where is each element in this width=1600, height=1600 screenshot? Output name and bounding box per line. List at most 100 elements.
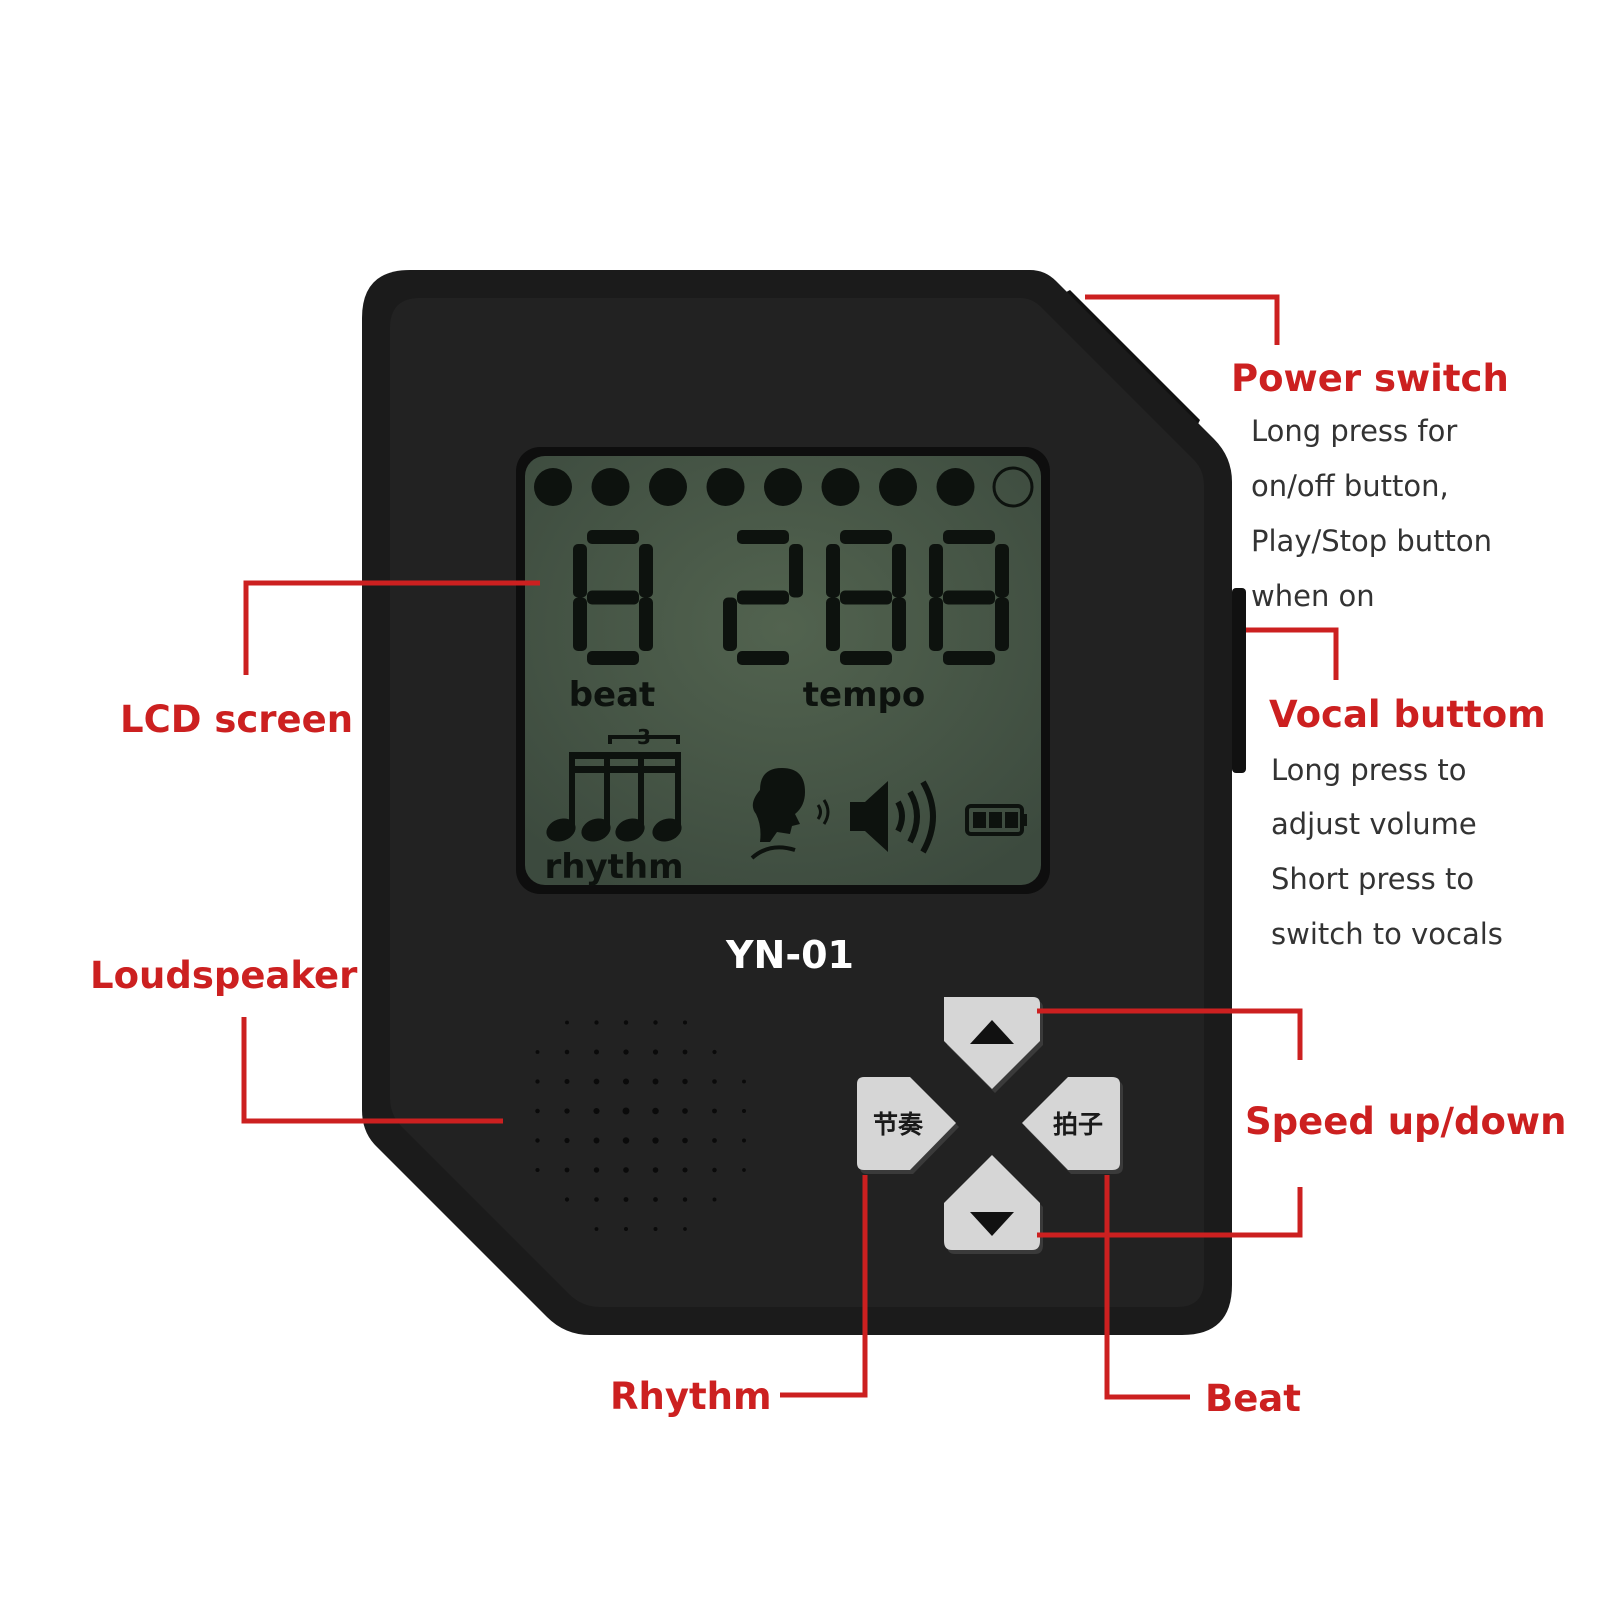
segment-e xyxy=(826,597,840,651)
grille-hole xyxy=(535,1138,540,1143)
segment-c xyxy=(639,597,653,651)
grille-hole xyxy=(682,1020,688,1025)
power-switch-desc-1: Long press for xyxy=(1251,414,1457,448)
segment-b xyxy=(892,544,906,598)
grille-hole xyxy=(535,1079,540,1084)
rhythm-button-label: 节奏 xyxy=(873,1110,924,1139)
power-switch-desc-4: when on xyxy=(1251,579,1375,613)
segment-b xyxy=(789,544,803,598)
speed-down-button[interactable] xyxy=(944,1155,1043,1254)
speaker-grille xyxy=(535,1020,746,1231)
segment-c xyxy=(995,597,1009,651)
power-leader xyxy=(1085,294,1280,345)
up-arrow-icon xyxy=(970,1020,1014,1044)
grille-hole xyxy=(535,1108,540,1114)
beat-leader xyxy=(1104,1175,1190,1400)
grille-hole xyxy=(623,1020,629,1025)
segment-e xyxy=(723,597,737,651)
grille-hole xyxy=(564,1049,570,1055)
lcd-label-beat: beat xyxy=(569,675,656,715)
grille-hole xyxy=(682,1108,688,1114)
grille-hole xyxy=(712,1138,717,1143)
segment-g xyxy=(587,590,639,605)
grille-hole xyxy=(712,1167,717,1173)
tempo-digit-2 xyxy=(826,530,906,665)
segment-d xyxy=(943,651,995,665)
grille-hole xyxy=(564,1078,570,1085)
loudspeaker-leader xyxy=(241,1017,503,1124)
tempo-digit-3 xyxy=(929,530,1009,665)
vocal-leader xyxy=(1246,627,1339,680)
lcd-label-rhythm: rhythm xyxy=(544,847,683,887)
segment-d xyxy=(587,651,639,665)
beat-dot-filled xyxy=(591,468,630,506)
segment-d xyxy=(737,651,789,665)
grille-hole xyxy=(622,1137,630,1144)
grille-hole xyxy=(565,1020,569,1025)
rhythm-notes-icon: 3 xyxy=(546,725,682,842)
loudspeaker-title: Loudspeaker xyxy=(90,954,358,997)
segment-a xyxy=(943,530,995,544)
segment-g xyxy=(840,590,892,605)
grille-hole xyxy=(564,1137,570,1144)
speed-up-leader xyxy=(1037,1008,1303,1060)
segment-f xyxy=(929,544,943,598)
beat-dot-filled xyxy=(649,468,687,506)
speed-updown-title: Speed up/down xyxy=(1245,1100,1566,1143)
grille-hole xyxy=(742,1138,746,1143)
rhythm-button[interactable]: 节奏 xyxy=(857,1077,959,1174)
grille-hole xyxy=(652,1137,659,1144)
lcd-screen-title: LCD screen xyxy=(120,698,353,741)
segment-b xyxy=(995,544,1009,598)
speed-down-leader xyxy=(1037,1187,1303,1238)
power-switch-desc-3: Play/Stop button xyxy=(1251,524,1492,558)
grille-hole xyxy=(682,1078,688,1085)
beat-dot-filled xyxy=(534,468,572,506)
beat-title: Beat xyxy=(1205,1377,1301,1420)
leader-lines xyxy=(241,294,1339,1400)
power-switch-title: Power switch xyxy=(1231,357,1509,400)
callouts: Power switch Long press for on/off butto… xyxy=(90,357,1566,1420)
grille-hole xyxy=(535,1050,540,1054)
grille-hole xyxy=(682,1167,688,1173)
beat-dot-empty xyxy=(992,466,1034,508)
grille-hole xyxy=(535,1167,540,1173)
grille-hole xyxy=(712,1108,717,1114)
grille-hole xyxy=(742,1109,746,1113)
grille-hole xyxy=(712,1197,717,1202)
grille-hole xyxy=(564,1167,570,1173)
vocal-button[interactable] xyxy=(1232,588,1246,773)
battery-icon xyxy=(965,804,1027,836)
grille-hole xyxy=(593,1078,600,1085)
grille-hole xyxy=(623,1167,629,1173)
vocal-button-desc-1: Long press to xyxy=(1271,753,1466,787)
grille-hole xyxy=(652,1078,659,1085)
grille-hole xyxy=(712,1079,717,1084)
beat-dot-filled xyxy=(706,468,745,506)
grille-hole xyxy=(593,1167,600,1173)
grille-hole xyxy=(653,1197,658,1202)
button-cluster: 节奏 拍子 xyxy=(857,997,1123,1254)
rhythm-leader xyxy=(780,1175,868,1398)
vocal-button-desc-4: switch to vocals xyxy=(1271,917,1503,951)
speed-up-button[interactable] xyxy=(944,997,1043,1093)
grille-hole xyxy=(742,1079,746,1084)
segment-f xyxy=(573,544,587,598)
segment-f xyxy=(826,544,840,598)
rhythm-title: Rhythm xyxy=(610,1375,772,1418)
segment-d xyxy=(840,651,892,665)
grille-hole xyxy=(652,1107,659,1115)
beat-dot-filled xyxy=(879,468,917,506)
grille-hole xyxy=(564,1197,570,1202)
grille-hole xyxy=(622,1107,630,1115)
vocal-head-icon xyxy=(750,768,830,860)
grille-hole xyxy=(624,1227,628,1231)
segment-e xyxy=(573,597,587,651)
grille-hole xyxy=(652,1167,659,1173)
beat-button[interactable]: 拍子 xyxy=(1022,1077,1123,1174)
vocal-button-desc-2: adjust volume xyxy=(1271,807,1477,841)
power-switch-desc-2: on/off button, xyxy=(1251,469,1449,503)
grille-hole xyxy=(594,1020,599,1025)
grille-hole xyxy=(742,1168,746,1172)
beat-digit xyxy=(573,530,653,665)
